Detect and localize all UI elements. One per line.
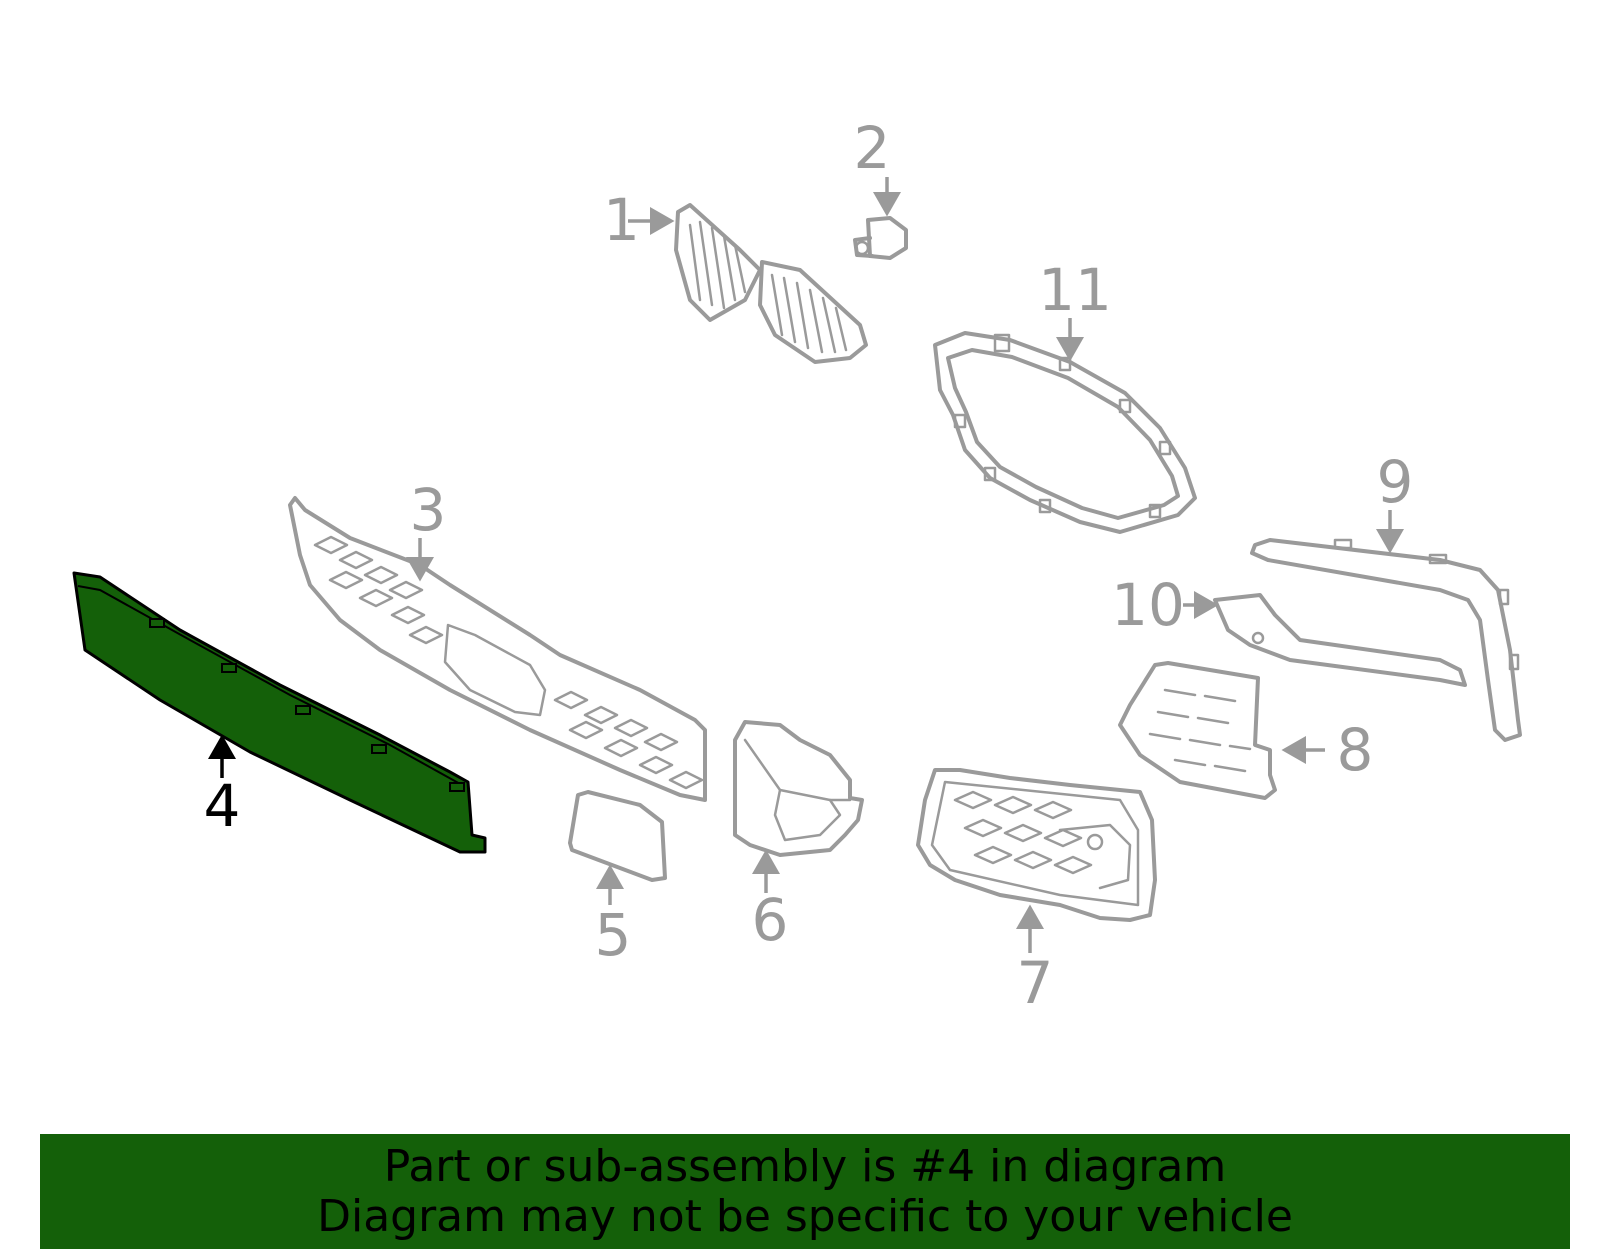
part-11-frame: [933, 331, 1197, 534]
part-9-long-trim: [1250, 538, 1522, 742]
part-2-sensor: [853, 216, 908, 260]
callout-4-label: 4: [204, 772, 241, 840]
callout-4: 4: [204, 734, 241, 840]
callout-3: 3: [406, 476, 447, 582]
callout-11: 11: [1038, 256, 1112, 362]
callout-6: 6: [752, 849, 789, 954]
callout-10: 10: [1111, 571, 1219, 639]
part-1-kidney-grille: [674, 203, 868, 364]
callout-8: 8: [1281, 716, 1374, 784]
callout-8-label: 8: [1337, 716, 1374, 784]
callout-2: 2: [854, 114, 901, 217]
callout-10-label: 10: [1111, 571, 1185, 639]
callout-3-label: 3: [410, 476, 447, 544]
callout-5-label: 5: [595, 901, 632, 969]
callout-5: 5: [595, 864, 632, 969]
callout-11-label: 11: [1038, 256, 1112, 324]
callout-2-label: 2: [854, 114, 891, 182]
banner-line-1: Part or sub-assembly is #4 in diagram: [383, 1140, 1227, 1192]
part-7-side-grille: [916, 768, 1157, 922]
callout-7: 7: [1016, 904, 1054, 1017]
part-6-air-duct: [733, 720, 864, 857]
callout-1: 1: [603, 186, 675, 254]
callout-9: 9: [1376, 448, 1414, 554]
banner-line-2: Diagram may not be specific to your vehi…: [317, 1190, 1293, 1242]
part-10-small-trim: [1213, 593, 1467, 687]
part-4-trim-strip: [72, 571, 487, 854]
callout-9-label: 9: [1377, 448, 1414, 516]
callout-7-label: 7: [1017, 949, 1054, 1017]
part-8-side-insert: [1118, 661, 1277, 800]
part-5-cover-plate: [568, 790, 667, 882]
callout-6-label: 6: [752, 886, 789, 954]
notice-banner: Part or sub-assembly is #4 in diagram Di…: [40, 1134, 1570, 1249]
